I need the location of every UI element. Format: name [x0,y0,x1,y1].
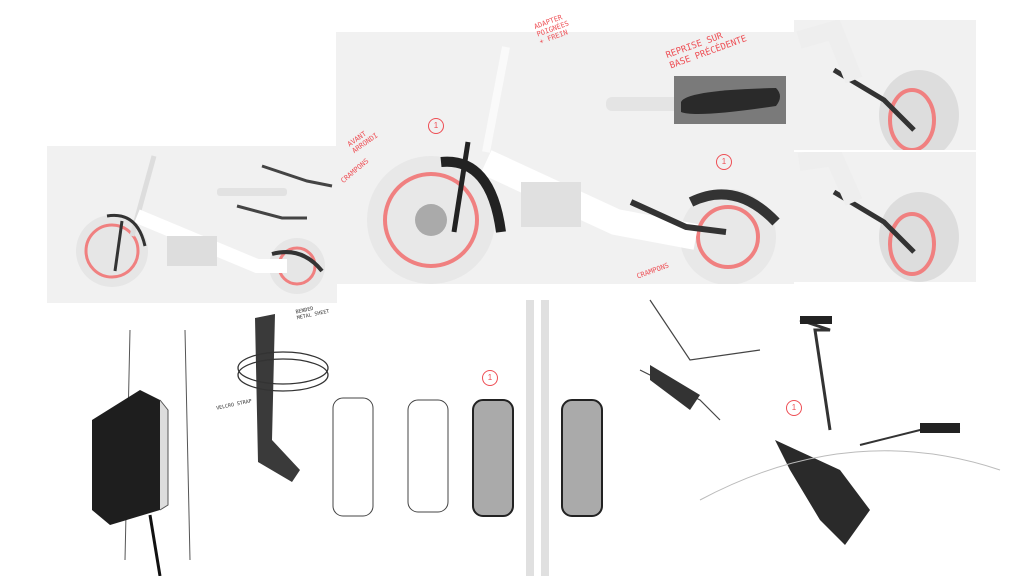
rear-wheel-render-top [794,20,976,150]
rear-wheel-drawing [796,20,959,150]
main-bike-drawing [367,46,786,284]
marker-circle: 1 [716,154,732,170]
rear-wheel-drawing [797,152,959,282]
bike-side-render-small [47,146,337,303]
bike-side-render-main: Adapter poignées + frein Reprise sur bas… [336,13,794,284]
marker-circle: 1 [786,400,802,416]
small-bike-drawing [76,155,333,294]
marker-circle: 1 [482,370,498,386]
rear-wheel-render-bottom [794,152,976,282]
marker-circle: 1 [428,118,444,134]
